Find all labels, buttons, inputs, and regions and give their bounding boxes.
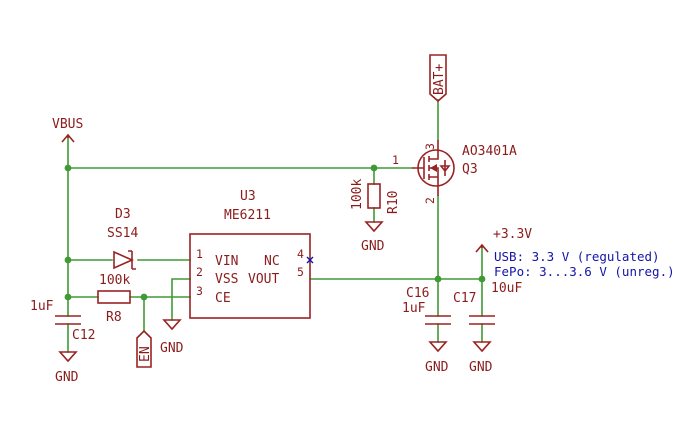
vbus-label: VBUS [52, 117, 83, 132]
u3-pin5-num: 5 [297, 265, 304, 279]
junction-dot [140, 293, 148, 301]
r8-ref: R8 [106, 310, 122, 325]
u3-pin2-name: VSS [215, 272, 238, 287]
r10-ref: R10 [386, 191, 401, 214]
c16-ref: C16 [406, 286, 429, 301]
wires [67, 99, 483, 353]
r10-resistor: 100k R10 [350, 179, 401, 214]
u3-pin5-name: VOUT [248, 272, 279, 287]
u3-pin3-name: CE [215, 291, 231, 306]
u3-pin2-num: 2 [196, 265, 203, 279]
c17-value: 10uF [491, 281, 522, 296]
en-net-label: EN [136, 329, 153, 368]
c17-ref: C17 [453, 291, 476, 306]
d3-ref: D3 [115, 207, 131, 222]
c17-capacitor: C17 10uF [453, 281, 522, 325]
note-fepo: FePo: 3...3.6 V (unreg.) [494, 264, 675, 279]
c12-capacitor: 1uF C12 [30, 299, 95, 343]
u3-pin4-num: 4 [297, 247, 304, 261]
q3-pmos: 1 3 2 AO3401A Q3 [392, 140, 517, 204]
gnd-symbol-u3: GND [160, 319, 184, 356]
junction-dot [478, 275, 486, 283]
c12-ref: C12 [72, 328, 95, 343]
c12-value: 1uF [30, 299, 54, 314]
gnd-label: GND [425, 360, 449, 375]
u3-pin4-name: NC [264, 254, 280, 269]
r8-value: 100k [99, 273, 130, 288]
d3-diode: D3 SS14 [107, 207, 138, 270]
batplus-net-label: BAT+ [429, 54, 447, 103]
nc-marker-icon [306, 256, 314, 264]
gnd-label: GND [160, 341, 184, 356]
u3-ref: U3 [240, 189, 256, 204]
batplus-label: BAT+ [432, 64, 447, 95]
gnd-label: GND [361, 239, 385, 254]
supply-notes: USB: 3.3 V (regulated) FePo: 3...3.6 V (… [494, 249, 675, 279]
v33-label: +3.3V [493, 227, 532, 242]
c16-capacitor: C16 1uF [402, 286, 451, 325]
junction-dot [434, 275, 442, 283]
r10-value: 100k [350, 179, 365, 210]
c16-value: 1uF [402, 301, 426, 316]
note-usb: USB: 3.3 V (regulated) [494, 249, 660, 264]
v33-power-symbol: +3.3V [475, 227, 532, 253]
junction-dot [64, 256, 72, 264]
gnd-symbol-r10: GND [361, 221, 385, 254]
gnd-label: GND [55, 370, 79, 385]
u3-regulator: U3 ME6211 1 VIN 2 VSS 3 CE 4 NC 5 VOUT [189, 189, 314, 319]
q3-ref: Q3 [462, 162, 478, 177]
q3-pin-d: 3 [423, 143, 437, 150]
u3-pin1-name: VIN [215, 254, 238, 269]
u3-value: ME6211 [224, 208, 271, 223]
junctions [64, 164, 486, 301]
junction-dot [64, 164, 72, 172]
en-label: EN [138, 346, 153, 362]
d3-value: SS14 [107, 226, 138, 241]
u3-pin3-num: 3 [196, 284, 203, 298]
q3-value: AO3401A [462, 144, 517, 159]
r8-resistor: 100k R8 [97, 273, 131, 325]
q3-pin-s: 2 [423, 197, 437, 204]
q3-pin-g: 1 [392, 153, 399, 167]
wire-vss-to-gnd [171, 278, 191, 321]
vbus-power-symbol: VBUS [52, 117, 83, 143]
junction-dot [370, 164, 378, 172]
gnd-symbol-c17: GND [469, 341, 493, 375]
junction-dot [64, 293, 72, 301]
gnd-symbol-c16: GND [425, 341, 449, 375]
u3-pin1-num: 1 [196, 247, 203, 261]
gnd-label: GND [469, 360, 493, 375]
gnd-symbol-c12: GND [55, 351, 79, 385]
